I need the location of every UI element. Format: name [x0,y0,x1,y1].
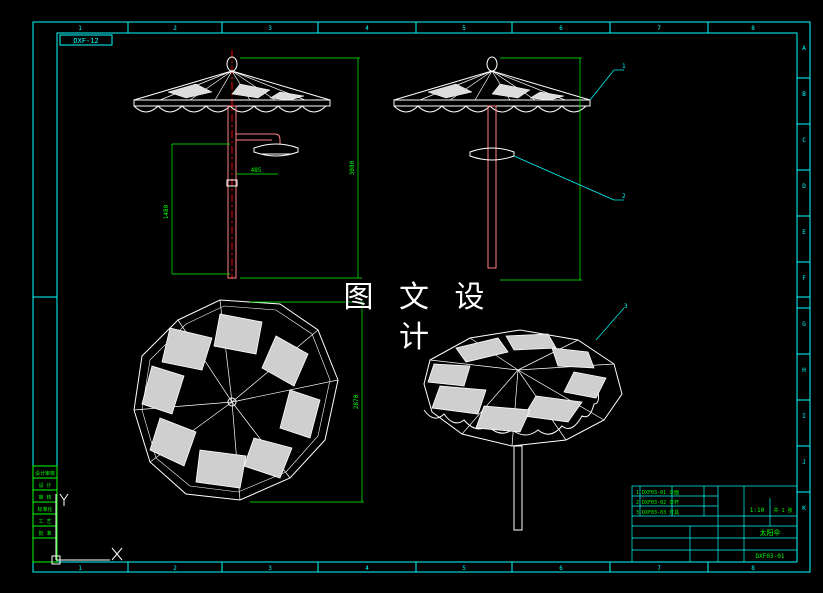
grid-right-label-I: I [802,413,806,420]
grid-right-label-F: F [802,275,806,282]
grid-bottom-label-7: 7 [657,565,661,572]
title-code: DXF03-01 [756,553,785,560]
watermark-title: 图 文 设 计 [343,280,493,355]
grid-right-label-G: G [802,321,806,328]
title-row-2: 3 DXF03-03 灯具 [636,509,679,516]
grid-top-label-3: 3 [268,25,272,32]
grid-top-label-6: 6 [559,25,563,32]
grid-bottom-label-8: 8 [751,565,755,572]
dim-canopy: 2870 [353,394,360,409]
grid-right-label-K: K [802,505,806,512]
title-block [631,485,798,563]
front-view: 485 1480 3080 [133,50,362,279]
grid-right-label-D: D [802,183,806,190]
grid-bottom-label-5: 5 [462,565,466,572]
leader-3: 3 [624,303,628,310]
grid-ticks [33,22,810,572]
grid-labels-right: A B C D E F G H I J K [802,45,806,512]
grid-top-label-4: 4 [365,25,369,32]
side-table-2: 审 核 [38,494,51,501]
title-block-text: 1 DXF03-01 伞面 2 DXF03-02 伞杆 3 DXF03-03 灯… [636,489,793,560]
stamp-text: DXF-12 [73,37,98,45]
title-name: 太阳伞 [760,528,781,537]
title-sheet: 共 1 张 [773,507,792,514]
side-table-0: 设计审核 [35,470,55,477]
title-row-0: 1 DXF03-01 伞面 [636,489,679,496]
grid-top-label-2: 2 [173,25,177,32]
stamp-box [59,34,113,46]
title-row-1: 2 DXF03-02 伞杆 [636,499,679,506]
ucs-icon [51,493,123,565]
grid-top-label-7: 7 [657,25,661,32]
dim-lamp: 1480 [163,204,170,219]
dim-total: 3080 [349,160,356,175]
leader-2: 2 [622,193,626,200]
grid-right-label-A: A [802,45,806,52]
grid-top-label-1: 1 [78,25,82,32]
grid-right-label-J: J [802,459,806,466]
grid-bottom-label-4: 4 [365,565,369,572]
side-table-3: 标准化 [37,506,52,513]
grid-top-label-8: 8 [751,25,755,32]
grid-top-label-5: 5 [462,25,466,32]
grid-bottom-label-6: 6 [559,565,563,572]
grid-bottom-label-1: 1 [78,565,82,572]
side-table-1: 设 计 [38,482,51,489]
title-scale: 1:10 [750,507,765,514]
leader-1: 1 [622,63,626,70]
iso-view: 3 [423,303,628,531]
side-table-5: 批 准 [38,530,51,537]
grid-right-label-C: C [802,137,806,144]
grid-right-label-E: E [802,229,806,236]
side-table: 设计审核 设 计 审 核 标准化 工 艺 批 准 [32,465,58,563]
grid-labels-top: 1 2 3 4 5 6 7 8 [78,25,755,32]
grid-bottom-label-2: 2 [173,565,177,572]
grid-right-label-B: B [802,91,806,98]
grid-right-label-H: H [802,367,806,374]
dim-arm: 485 [251,167,262,174]
grid-bottom-label-3: 3 [268,565,272,572]
grid-labels-bottom: 1 2 3 4 5 6 7 8 [78,565,755,572]
side-view: 1 2 [393,56,626,281]
side-table-4: 工 艺 [38,519,51,525]
top-view: 2870 [133,299,364,503]
